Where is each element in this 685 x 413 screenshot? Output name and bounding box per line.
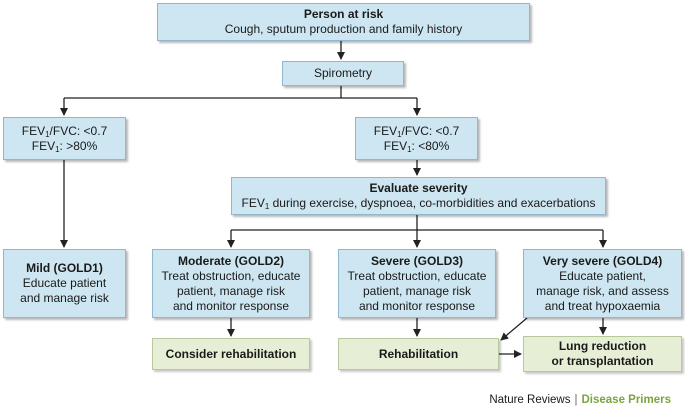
node-title: Very severe (GOLD4): [542, 253, 663, 268]
node-severe-gold3: Severe (GOLD3) Treat obstruction, educat…: [338, 249, 496, 318]
node-text-1: Educate patient: [22, 276, 107, 290]
node-title: Moderate (GOLD2): [177, 253, 284, 268]
node-consider-rehabilitation: Consider rehabilitation: [152, 338, 310, 370]
footer-credit: Nature Reviews|Disease Primers: [489, 394, 671, 406]
node-title: Person at risk: [303, 7, 384, 21]
footer-journal: Nature Reviews: [489, 394, 571, 406]
node-text: FEV1 during exercise, dyspnoea, co-morbi…: [241, 196, 596, 211]
node-title: Mild (GOLD1): [26, 261, 103, 275]
node-evaluate-severity: Evaluate severity FEV1 during exercise, …: [231, 177, 606, 215]
footer-series: Disease Primers: [581, 394, 671, 406]
arrow-very-severe-to-rehab: [500, 317, 528, 341]
node-text-3: and treat hypoxaemia: [544, 298, 661, 313]
node-text: Consider rehabilitation: [165, 346, 297, 361]
node-moderate-gold2: Moderate (GOLD2) Treat obstruction, educ…: [152, 249, 310, 318]
node-text-2: patient, manage risk: [176, 283, 286, 298]
node-text-1: Lung reduction: [558, 339, 647, 353]
node-text-1: Treat obstruction, educate: [161, 268, 301, 283]
node-text: Spirometry: [313, 66, 372, 80]
node-spirometry: Spirometry: [282, 61, 404, 86]
node-text-2: FEV1: >80%: [31, 138, 98, 154]
node-text-1: FEV1/FVC: <0.7: [21, 123, 108, 139]
node-lung-reduction: Lung reduction or transplantation: [523, 336, 682, 372]
footer-separator: |: [574, 394, 578, 406]
node-text: Rehabilitation: [378, 346, 459, 361]
node-person-at-risk: Person at risk Cough, sputum production …: [157, 3, 530, 41]
node-title: Evaluate severity: [369, 181, 468, 195]
node-title: Severe (GOLD3): [370, 253, 464, 268]
node-text-3: and monitor response: [358, 298, 476, 313]
node-text-1: Educate patient,: [559, 268, 646, 283]
node-text-2: patient, manage risk: [362, 283, 472, 298]
node-very-severe-gold4: Very severe (GOLD4) Educate patient, man…: [523, 249, 682, 318]
node-text: Cough, sputum production and family hist…: [224, 22, 463, 36]
node-mild-gold1: Mild (GOLD1) Educate patient and manage …: [3, 249, 126, 318]
node-rehabilitation: Rehabilitation: [338, 338, 499, 370]
node-text-1: Treat obstruction, educate: [347, 268, 487, 283]
node-left-branch: FEV1/FVC: <0.7 FEV1: >80%: [3, 117, 126, 160]
node-text-2: manage risk, and assess: [536, 283, 669, 298]
node-right-branch: FEV1/FVC: <0.7 FEV1: <80%: [355, 117, 478, 160]
node-text-2: or transplantation: [551, 354, 654, 368]
node-text-2: and manage risk: [20, 291, 109, 305]
node-text-3: and monitor response: [172, 298, 290, 313]
node-text-2: FEV1: <80%: [383, 138, 450, 154]
node-text-1: FEV1/FVC: <0.7: [373, 123, 460, 139]
